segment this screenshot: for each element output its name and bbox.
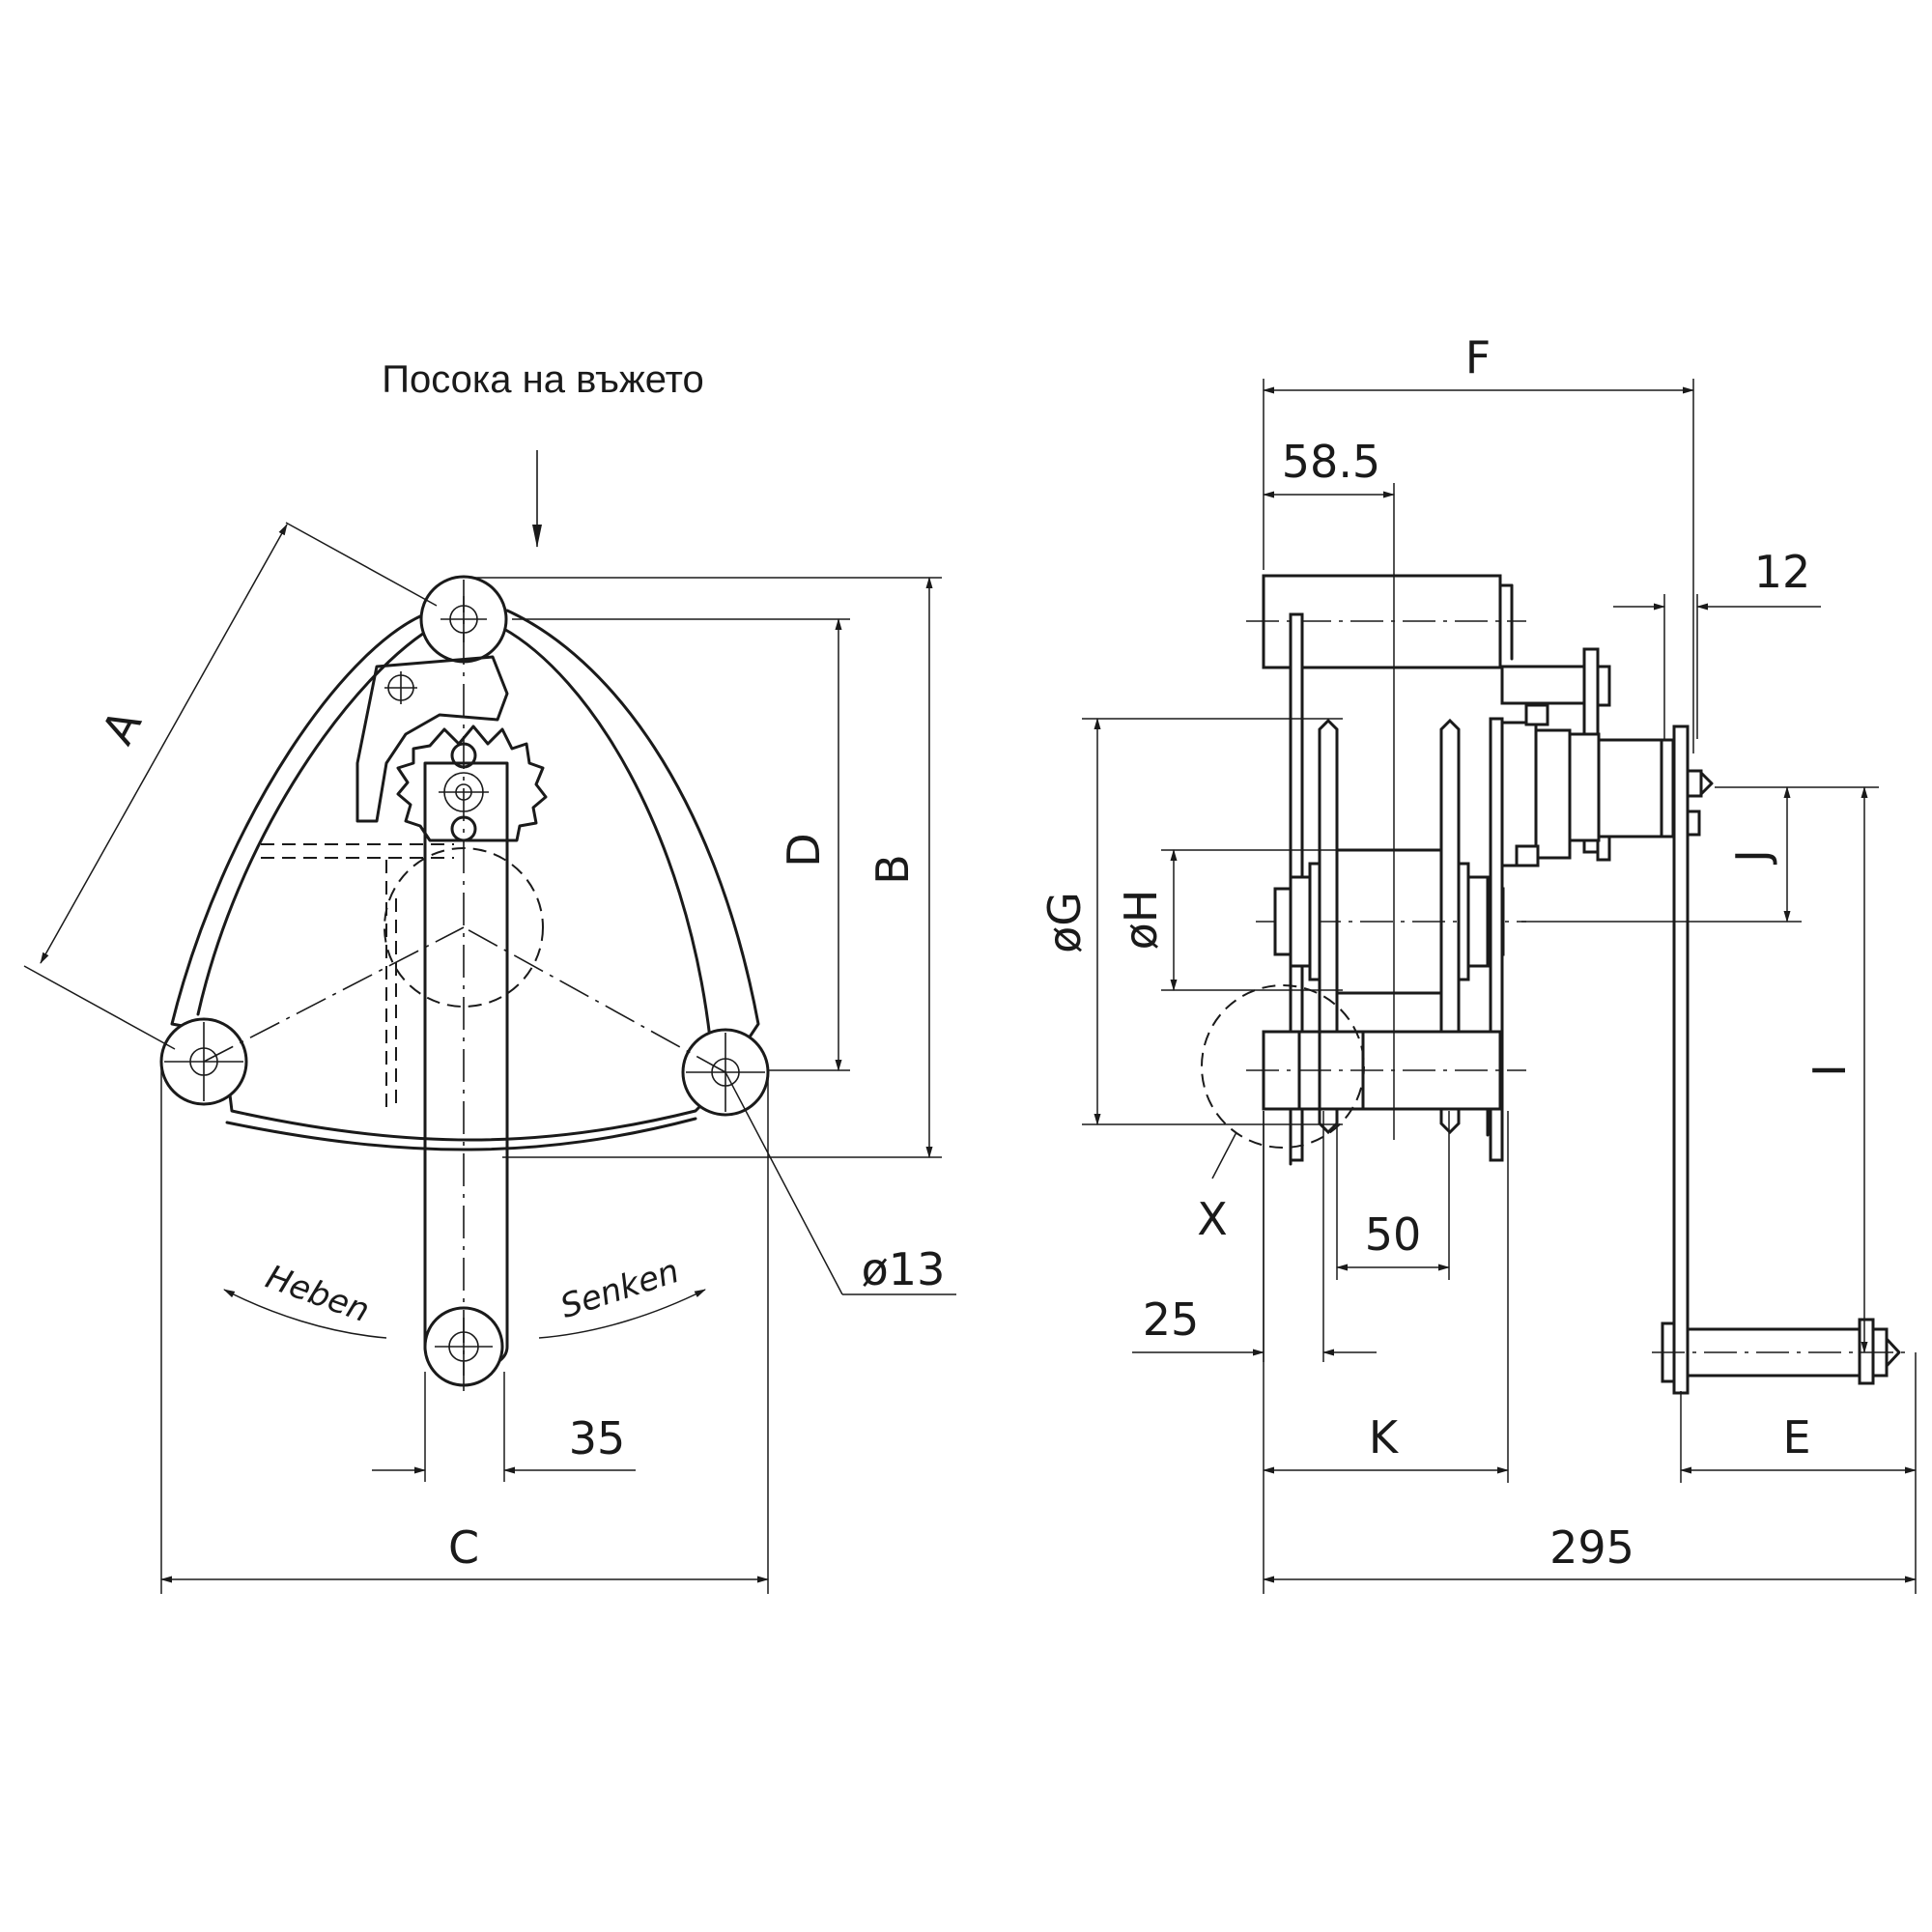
top-guide-block: [1246, 574, 1526, 669]
centerlines-front: [203, 580, 726, 1391]
dim-25: 25: [1132, 1111, 1377, 1362]
dim-K-label: K: [1369, 1411, 1400, 1463]
dim-D: D: [512, 618, 850, 1071]
dim-H-label: øH: [1115, 890, 1167, 951]
crank-grip: [1652, 1318, 1913, 1385]
dim-35-label: 35: [569, 1412, 626, 1464]
dim-I-label: I: [1804, 1064, 1856, 1077]
crank-handle: [423, 761, 509, 1387]
dim-G: øG: [1038, 718, 1343, 1125]
dim-H: øH: [1115, 849, 1343, 991]
dim-A-label: A: [92, 700, 153, 753]
dim-C-label: C: [448, 1521, 479, 1574]
dim-hole-label: ø13: [862, 1243, 946, 1295]
dim-25-label: 25: [1143, 1293, 1200, 1346]
dim-K: K: [1263, 1111, 1509, 1594]
crank-arm: [1672, 724, 1714, 1395]
dim-E-label: E: [1782, 1411, 1810, 1463]
dim-J-label: J: [1726, 849, 1778, 866]
housing-outline: [170, 609, 760, 1151]
lower-label: Senken: [555, 1252, 683, 1326]
rope-direction-label: Посока на въжето: [382, 358, 704, 401]
hidden-drum: [261, 843, 544, 1111]
dim-G-label: øG: [1038, 892, 1091, 953]
front-view: A D B ø13 Heben Senken: [23, 522, 956, 1594]
raise-arrow: Heben: [223, 1258, 387, 1339]
dim-I: I: [1804, 786, 1868, 1353]
dim-C: C: [160, 1063, 769, 1594]
dim-F-label: F: [1465, 331, 1491, 384]
detail-X: X: [1197, 984, 1365, 1245]
dim-B-label: B: [867, 854, 919, 885]
bottom-guide-block: [1246, 1030, 1526, 1166]
dim-F: F: [1263, 331, 1694, 753]
dim-X-label: X: [1197, 1193, 1228, 1245]
dim-50: 50: [1336, 1111, 1450, 1280]
dim-J: J: [1521, 786, 1879, 923]
pawl: [355, 655, 509, 823]
ratchet-wheel: [396, 724, 548, 842]
dim-35: 35: [372, 1372, 636, 1482]
drum-flange-left: [1318, 718, 1339, 1135]
dim-A: A: [23, 522, 438, 1050]
dim-58-5-label: 58.5: [1282, 436, 1380, 488]
dim-E: E: [1680, 1352, 1917, 1594]
brake-assembly: [1500, 647, 1675, 867]
side-view: X F 58.5 12 øG: [1038, 331, 1917, 1594]
dim-12: 12: [1613, 546, 1821, 739]
dim-hole: ø13: [724, 1071, 956, 1295]
dim-50-label: 50: [1365, 1208, 1422, 1261]
dim-295-label: 295: [1549, 1521, 1634, 1574]
dim-295: 295: [1263, 1521, 1917, 1583]
lower-arrow: Senken: [538, 1252, 706, 1339]
dim-B: B: [473, 577, 942, 1158]
dim-58-5: 58.5: [1263, 436, 1395, 1140]
drum-flange-right: [1439, 718, 1461, 1135]
drum-shaft-bolt-left: [1273, 862, 1321, 981]
dim-D-label: D: [778, 833, 830, 867]
dim-12-label: 12: [1754, 546, 1811, 598]
raise-label: Heben: [261, 1258, 375, 1330]
